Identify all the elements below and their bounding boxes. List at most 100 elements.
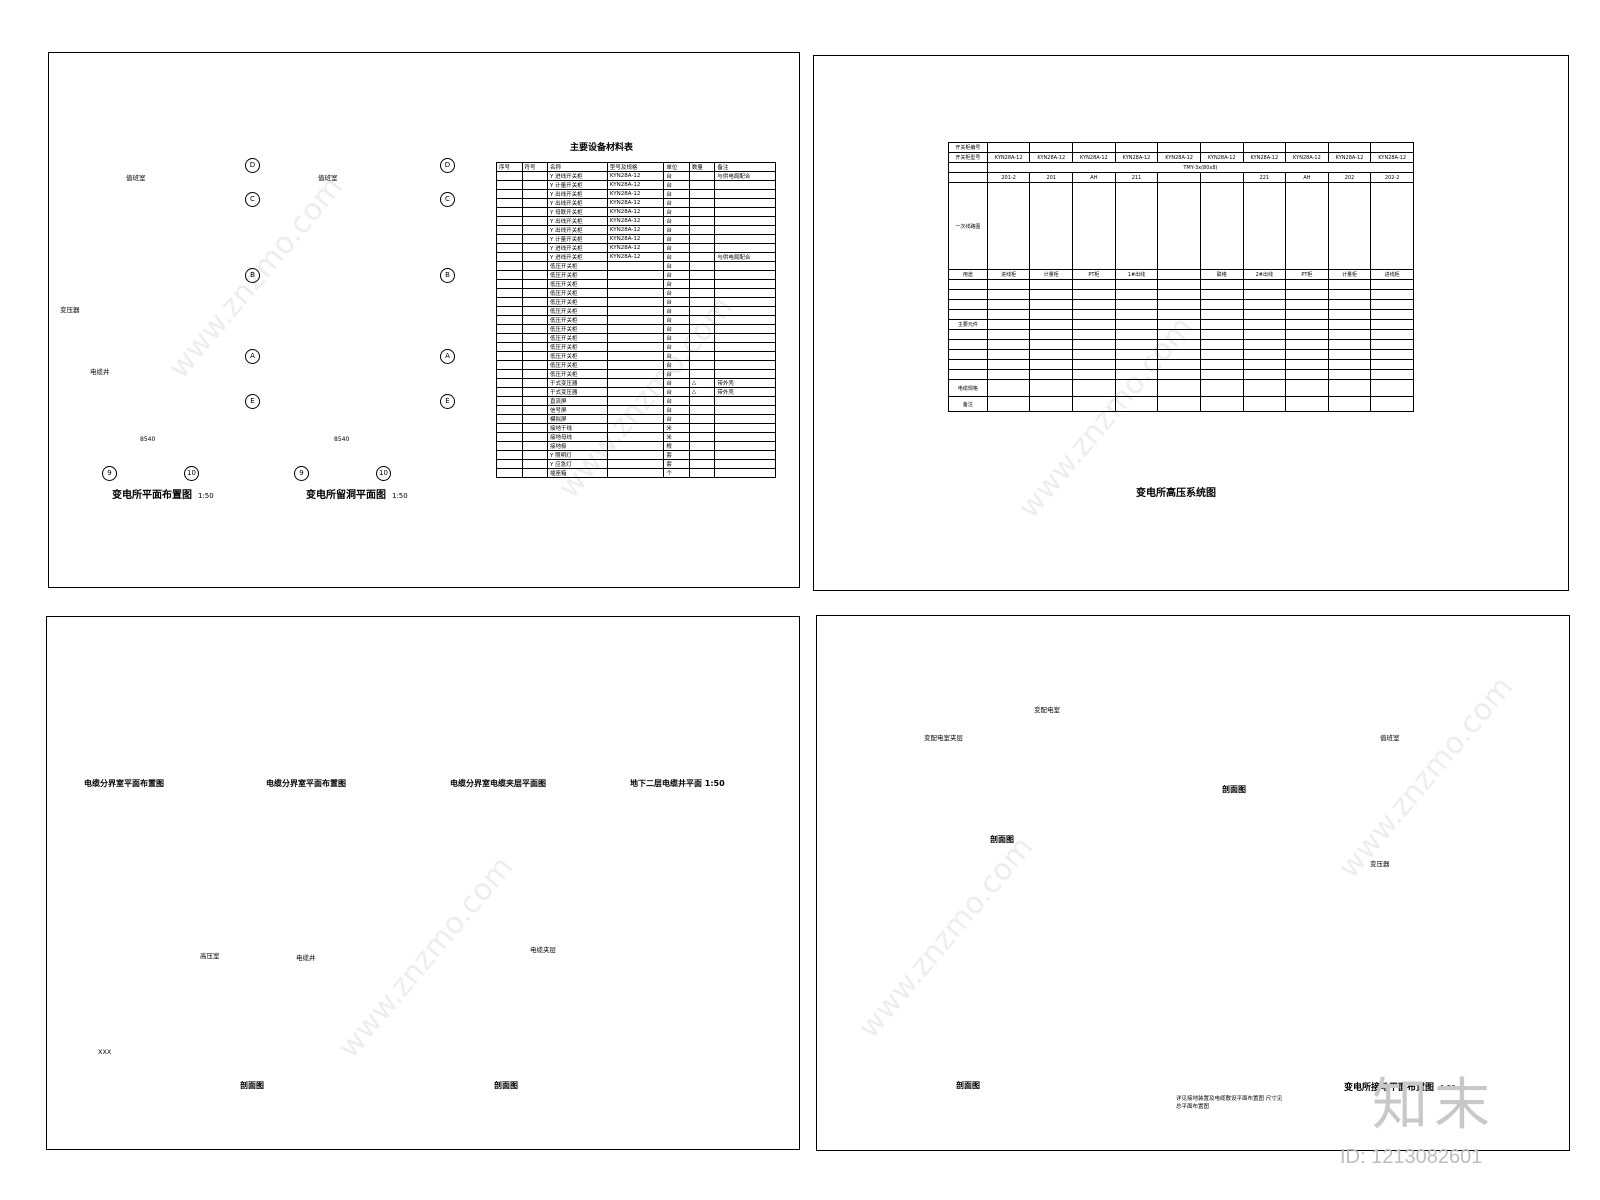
hv-cell <box>1157 279 1201 290</box>
table-cell <box>714 234 776 244</box>
hv-cell: KYN28A-12 <box>986 152 1031 163</box>
table-cell <box>714 243 776 253</box>
table-cell: KYN28A-12 <box>606 225 665 235</box>
hv-cell <box>1242 359 1287 370</box>
table-cell <box>606 270 665 280</box>
hv-cell <box>1029 369 1074 380</box>
hv-cell <box>1285 329 1329 340</box>
hv-cell: 2#出线 <box>1242 269 1287 280</box>
hv-cell <box>986 369 1031 380</box>
table-cell <box>688 342 716 352</box>
hv-cell <box>986 349 1031 360</box>
hv-cell <box>1199 329 1244 340</box>
table-cell <box>521 189 548 199</box>
hv-cell: KYN28A-12 <box>1327 152 1372 163</box>
hv-cell: 计量柜 <box>1029 269 1074 280</box>
hv-cell: 进线柜 <box>986 269 1031 280</box>
table-cell: 台 <box>663 243 690 253</box>
table-cell <box>688 180 716 190</box>
table-cell: KYN28A-12 <box>606 216 665 226</box>
table-cell <box>714 414 776 424</box>
table-cell: 台 <box>663 180 690 190</box>
hv-cell <box>1242 279 1287 290</box>
hv-cell <box>1242 289 1287 300</box>
hv-cell: 202 <box>1327 172 1372 183</box>
table-cell: Y 母联开关柜 <box>547 207 608 217</box>
table-cell: KYN28A-12 <box>606 243 665 253</box>
table-cell <box>496 297 523 307</box>
table-cell: 台 <box>663 360 690 370</box>
table-header-cell: 名称 <box>547 162 608 172</box>
table-cell: 带外壳 <box>714 387 776 397</box>
table-cell: 低压开关柜 <box>547 306 608 316</box>
grid-C-1: C <box>245 192 260 207</box>
table-header-cell: 符号 <box>521 162 548 172</box>
hv-cell <box>1072 369 1116 380</box>
hv-cell: 联络 <box>1199 269 1244 280</box>
table-cell <box>688 441 716 451</box>
table-row: 低压开关柜台 <box>496 279 776 289</box>
ground-section-title-3: 剖面图 <box>956 1081 980 1090</box>
hv-cell <box>1242 369 1287 380</box>
table-cell: 与供电局配合 <box>714 171 776 181</box>
table-cell <box>714 342 776 352</box>
hv-cell: KYN28A-12 <box>1285 152 1329 163</box>
hv-cell <box>1242 182 1287 270</box>
table-cell <box>496 414 523 424</box>
table-cell: 台 <box>663 234 690 244</box>
table-cell <box>714 207 776 217</box>
table-cell <box>714 459 776 469</box>
hv-cell <box>1285 142 1329 153</box>
table-cell <box>521 198 548 208</box>
table-cell: 套 <box>663 450 690 460</box>
table-cell <box>496 189 523 199</box>
hv-cell <box>1072 289 1116 300</box>
table-cell <box>521 423 548 433</box>
hv-cell <box>1285 339 1329 350</box>
hv-cell: KYN28A-12 <box>1072 152 1116 163</box>
table-cell <box>714 180 776 190</box>
table-cell <box>714 360 776 370</box>
hv-cell: AH <box>1285 172 1329 183</box>
hv-row <box>948 339 1414 350</box>
table-cell <box>688 423 716 433</box>
table-cell: 模拟屏 <box>547 414 608 424</box>
table-cell <box>688 396 716 406</box>
hv-cell <box>1327 339 1372 350</box>
hv-cell <box>1285 309 1329 320</box>
hv-cell <box>1029 182 1074 270</box>
hv-cell <box>1072 329 1116 340</box>
table-row: 低压开关柜台 <box>496 333 776 343</box>
table-cell <box>496 432 523 442</box>
table-cell: 低压开关柜 <box>547 261 608 271</box>
plan2-dim: 8540 <box>334 436 350 443</box>
table-cell: 台 <box>663 279 690 289</box>
grid-9-1: 9 <box>102 466 117 481</box>
hv-cell <box>1072 349 1116 360</box>
table-cell <box>606 261 665 271</box>
hv-cell <box>1157 142 1201 153</box>
label-cable-well: 电缆井 <box>296 954 316 962</box>
table-cell: 台 <box>663 225 690 235</box>
table-cell <box>688 243 716 253</box>
hv-cell <box>1199 309 1244 320</box>
hv-cell <box>1242 329 1287 340</box>
hv-row-label <box>948 299 988 310</box>
hv-cell <box>1199 319 1244 330</box>
hv-cell <box>1199 182 1244 270</box>
hv-row-label: 主要元件 <box>948 319 988 330</box>
table-cell <box>521 351 548 361</box>
hv-cell <box>1327 279 1372 290</box>
table-cell <box>714 441 776 451</box>
table-row: 低压开关柜台 <box>496 342 776 352</box>
hv-row-label <box>948 329 988 340</box>
grid-9-2: 9 <box>294 466 309 481</box>
table-cell <box>606 405 665 415</box>
hv-cell <box>986 279 1031 290</box>
hv-cell <box>1114 279 1159 290</box>
